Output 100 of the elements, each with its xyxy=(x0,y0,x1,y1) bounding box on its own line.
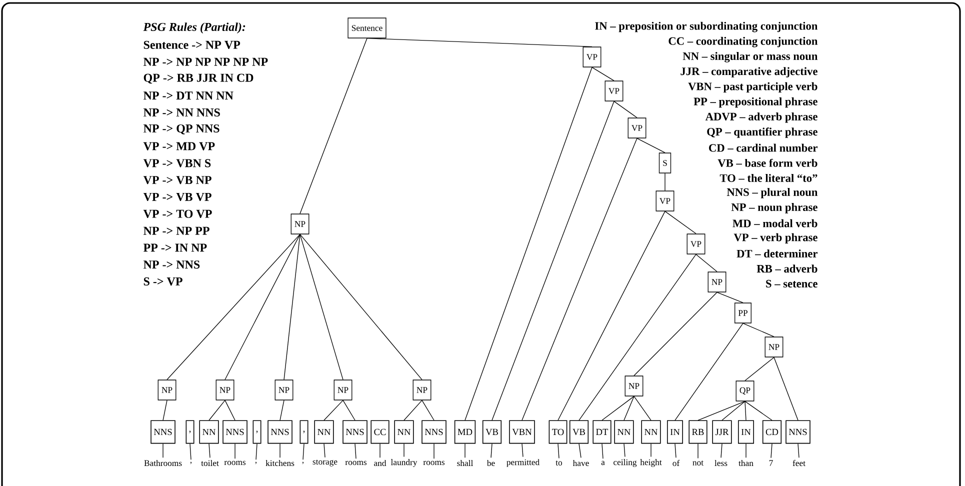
phrase-box: NP xyxy=(764,336,784,358)
abbreviation-note: S – setence xyxy=(766,280,818,288)
tree-line xyxy=(744,401,772,421)
grammar-rule: VP -> VB VP xyxy=(143,192,212,202)
abbreviation-note: JJR – comparative adjective xyxy=(680,67,818,78)
rules-heading: PSG Rules (Partial): xyxy=(143,22,246,34)
word-text: toilet xyxy=(201,460,219,466)
tree-line xyxy=(798,443,800,458)
phrase-box: NP xyxy=(412,380,432,400)
tree-line xyxy=(166,234,300,380)
tree-line xyxy=(300,234,422,380)
phrase-box: QP xyxy=(736,380,754,402)
tag-box: NNS xyxy=(786,420,810,444)
word-text: ceiling xyxy=(614,459,637,467)
abbreviation-note: RB – adverb xyxy=(756,264,818,273)
tree-line xyxy=(636,138,666,153)
tag-box: CD xyxy=(762,420,782,444)
phrase-box: NP xyxy=(158,380,176,400)
tag-box: VB xyxy=(482,420,502,444)
word-text: feet xyxy=(792,460,806,466)
phrase-box: NP xyxy=(216,380,234,400)
tree-line xyxy=(224,234,300,380)
tree-line xyxy=(464,443,466,458)
abbreviation-note: VBN – past participle verb xyxy=(688,82,818,93)
tag-box: NNS xyxy=(268,420,292,444)
tag-box: NN xyxy=(614,420,634,444)
tree-line xyxy=(324,400,344,421)
tree-line xyxy=(614,101,638,118)
tree-line xyxy=(234,443,236,459)
grammar-rule: PP -> IN NP xyxy=(144,244,207,252)
tag-box: NNS xyxy=(150,420,176,444)
tree-line xyxy=(716,292,744,303)
phrase-box: VP xyxy=(582,46,602,68)
grammar-rule: Sentence -> NP VP xyxy=(144,40,240,49)
grammar-rule: NP -> DT NN NN xyxy=(144,92,234,100)
word-text: to xyxy=(556,460,562,466)
tree-line xyxy=(558,211,666,421)
word-text: and xyxy=(374,460,386,466)
tree-line xyxy=(256,443,258,460)
tree-line xyxy=(284,234,300,380)
tree-line xyxy=(650,443,652,458)
phrase-box: VP xyxy=(686,234,706,254)
grammar-rule: NP -> QP NNS xyxy=(144,124,220,134)
tag-box: MD xyxy=(454,420,476,444)
tree-line xyxy=(464,67,592,421)
tree-line xyxy=(744,401,746,421)
tree-line xyxy=(190,443,192,460)
tree-line xyxy=(696,254,718,272)
grammar-rule: S -> VP xyxy=(144,277,182,286)
word-text: , xyxy=(255,462,257,464)
tag-box: CC xyxy=(370,420,390,444)
tag-box: NNS xyxy=(342,420,368,444)
phrase-box: NP xyxy=(624,376,644,396)
tag-box: NN xyxy=(199,420,219,444)
abbreviation-note: QP – quantifier phrase xyxy=(707,128,818,138)
tree-line xyxy=(742,323,774,337)
word-text: shall xyxy=(457,460,474,466)
grammar-rule: VP -> MD VP xyxy=(143,142,215,150)
tree-line xyxy=(162,400,168,421)
word-text: than xyxy=(738,460,754,466)
tree-line xyxy=(366,38,592,47)
abbreviation-note: DT – determiner xyxy=(736,250,818,258)
phrase-box: S xyxy=(658,152,672,174)
tag-box: TO xyxy=(548,420,568,444)
tree-line xyxy=(722,401,746,421)
abbreviation-note: CC – coordinating conjunction xyxy=(668,36,818,48)
word-text: rooms xyxy=(224,460,246,466)
tree-line xyxy=(342,400,356,421)
grammar-rule: NP -> NP NP NP NP NP xyxy=(144,58,268,66)
abbreviation-note: VB – base form verb xyxy=(718,158,818,167)
tree-line xyxy=(634,292,718,376)
tag-box: IN xyxy=(738,420,754,444)
tree-line xyxy=(354,443,356,459)
tree-line xyxy=(602,443,604,459)
tag-box: , xyxy=(252,420,262,444)
word-text: rooms xyxy=(423,460,445,466)
tree-line xyxy=(720,443,722,458)
tag-box: RB xyxy=(688,420,708,444)
tree-line xyxy=(522,138,638,421)
tree-line xyxy=(300,234,344,380)
tree-line xyxy=(674,323,744,421)
word-text: , xyxy=(190,462,192,464)
tree-line xyxy=(490,443,492,458)
tag-box: NN xyxy=(641,420,661,444)
word-text: laundry xyxy=(390,459,418,467)
word-text: Bathrooms xyxy=(144,460,182,466)
tree-line xyxy=(674,443,676,458)
word-text: storage xyxy=(312,460,338,466)
abbreviation-note: IN – preposition or subordinating conjunction xyxy=(595,22,818,32)
phrase-box: NP xyxy=(334,380,352,400)
tree-line xyxy=(422,400,434,421)
tree-line xyxy=(698,401,746,421)
grammar-rule: NP -> NN NNS xyxy=(144,108,220,117)
tree-line xyxy=(770,443,772,458)
grammar-rule: NP -> NNS xyxy=(144,260,200,269)
tree-line xyxy=(624,443,626,458)
tree-line xyxy=(224,400,236,421)
tree-line xyxy=(634,396,652,421)
tag-box: NNS xyxy=(422,420,446,444)
tag-box: NN xyxy=(314,420,334,444)
